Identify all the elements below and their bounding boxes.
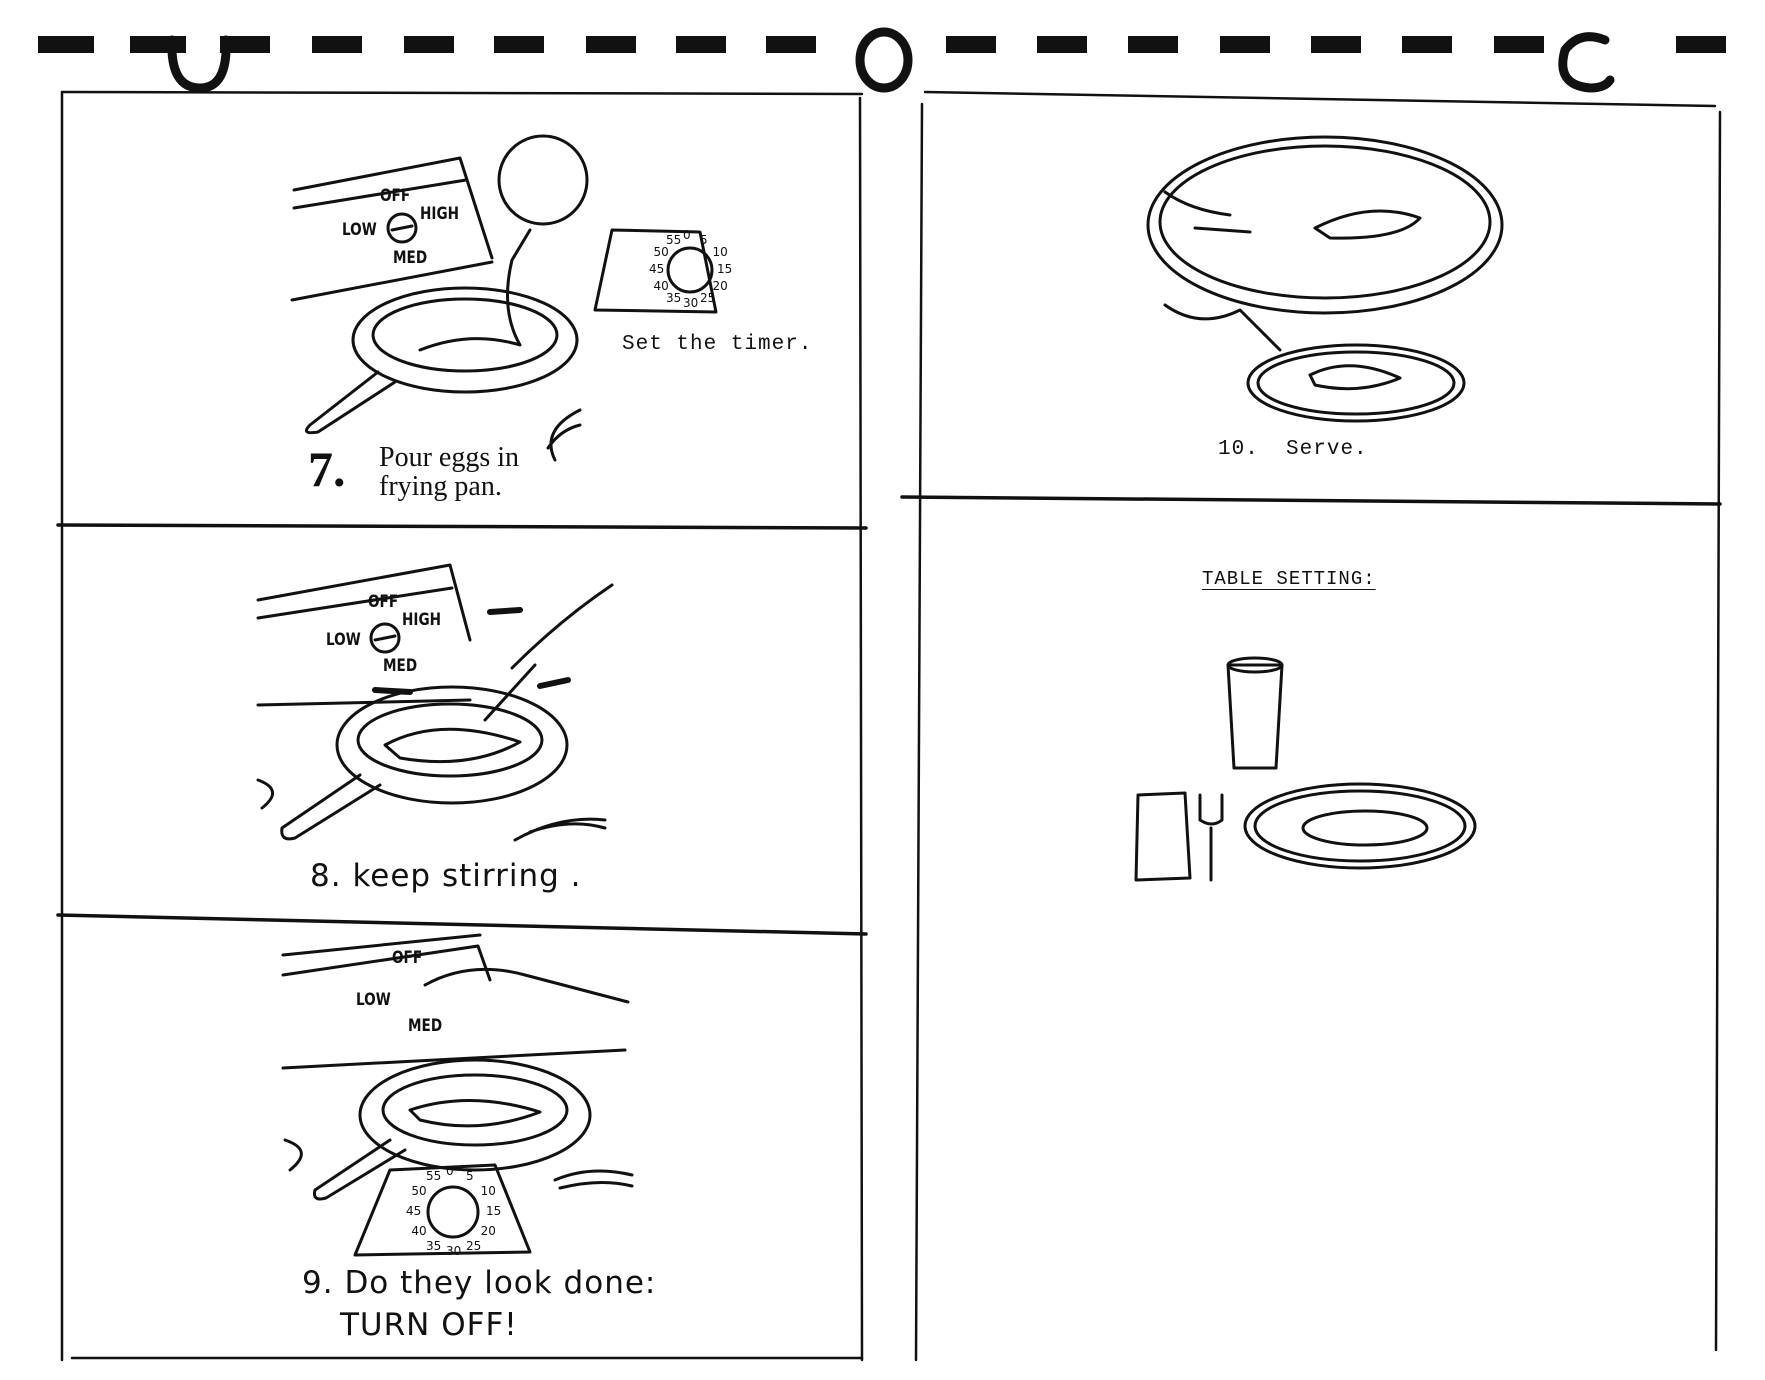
stove-label-med: MED — [408, 1016, 443, 1036]
step-9-number: 9. — [302, 1265, 334, 1301]
timer-number: 20 — [712, 279, 728, 293]
stove-label-low: LOW — [356, 990, 391, 1010]
binder-holes — [167, 27, 1615, 93]
timer-number: 30 — [446, 1244, 462, 1258]
timer-number: 5 — [700, 232, 708, 247]
timer-number: 35 — [426, 1238, 442, 1253]
step-7-timer-note: Set the timer. — [622, 333, 813, 356]
timer-number: 15 — [486, 1204, 502, 1218]
timer-number: 55 — [666, 232, 682, 247]
timer-number: 30 — [683, 296, 699, 310]
timer-number: 0 — [683, 228, 691, 242]
timer-number: 40 — [411, 1224, 427, 1238]
step-10-caption: 10. Serve. — [1218, 438, 1368, 461]
timer-number: 45 — [649, 262, 665, 276]
step-7-line-1: Pour eggs in — [379, 442, 519, 473]
timer-number: 15 — [717, 262, 733, 276]
timer-number: 10 — [480, 1184, 496, 1198]
timer-number: 10 — [712, 245, 728, 259]
timer-number: 0 — [446, 1164, 454, 1178]
timer-number: 55 — [426, 1169, 442, 1184]
timer-number: 50 — [653, 245, 669, 259]
table-setting-heading: TABLE SETTING: — [1202, 568, 1376, 590]
step-8-number: 8. — [310, 858, 342, 894]
timer-number: 50 — [411, 1184, 427, 1198]
step-10-text: Serve. — [1286, 438, 1368, 461]
timer-number: 45 — [406, 1204, 422, 1218]
stove-label-off: OFF — [368, 592, 399, 612]
step-7-number: 7. — [308, 441, 346, 497]
stove-label-high: HIGH — [420, 204, 459, 224]
step-8-text: keep stirring . — [352, 858, 582, 894]
illustration-turn-off — [281, 933, 634, 1257]
illustration-stirring — [256, 563, 614, 842]
illustration-pour-eggs — [290, 134, 718, 462]
stove-label-low: LOW — [342, 220, 377, 240]
stove-label-off: OFF — [392, 948, 423, 968]
timer-number: 25 — [466, 1238, 482, 1253]
step-9-line-1: Do they look done: — [344, 1265, 657, 1301]
stove-label-med: MED — [383, 656, 418, 676]
step-8-caption: 8. keep stirring . — [310, 858, 581, 894]
illustration-table-setting — [1134, 656, 1477, 882]
step-7-line-2: frying pan. — [379, 471, 502, 502]
illustration-serve — [1146, 135, 1504, 423]
timer-number: 35 — [666, 291, 682, 306]
stove-label-off: OFF — [380, 186, 411, 206]
step-10-number: 10. — [1218, 438, 1259, 461]
perforation-dashes — [38, 36, 1726, 53]
stove-label-med: MED — [393, 248, 428, 268]
timer-number: 20 — [480, 1224, 496, 1238]
timer-number: 40 — [653, 279, 669, 293]
step-9-caption: 9. Do they look done: TURN OFF! — [302, 1262, 656, 1346]
stove-label-low: LOW — [326, 630, 361, 650]
step-7-text: Pour eggs in frying pan. — [379, 443, 519, 501]
timer-number: 5 — [466, 1169, 474, 1184]
stove-label-high: HIGH — [402, 610, 441, 630]
panel-frames — [56, 90, 1722, 1362]
step-9-line-2: TURN OFF! — [340, 1307, 518, 1343]
timer-number: 25 — [700, 291, 716, 306]
